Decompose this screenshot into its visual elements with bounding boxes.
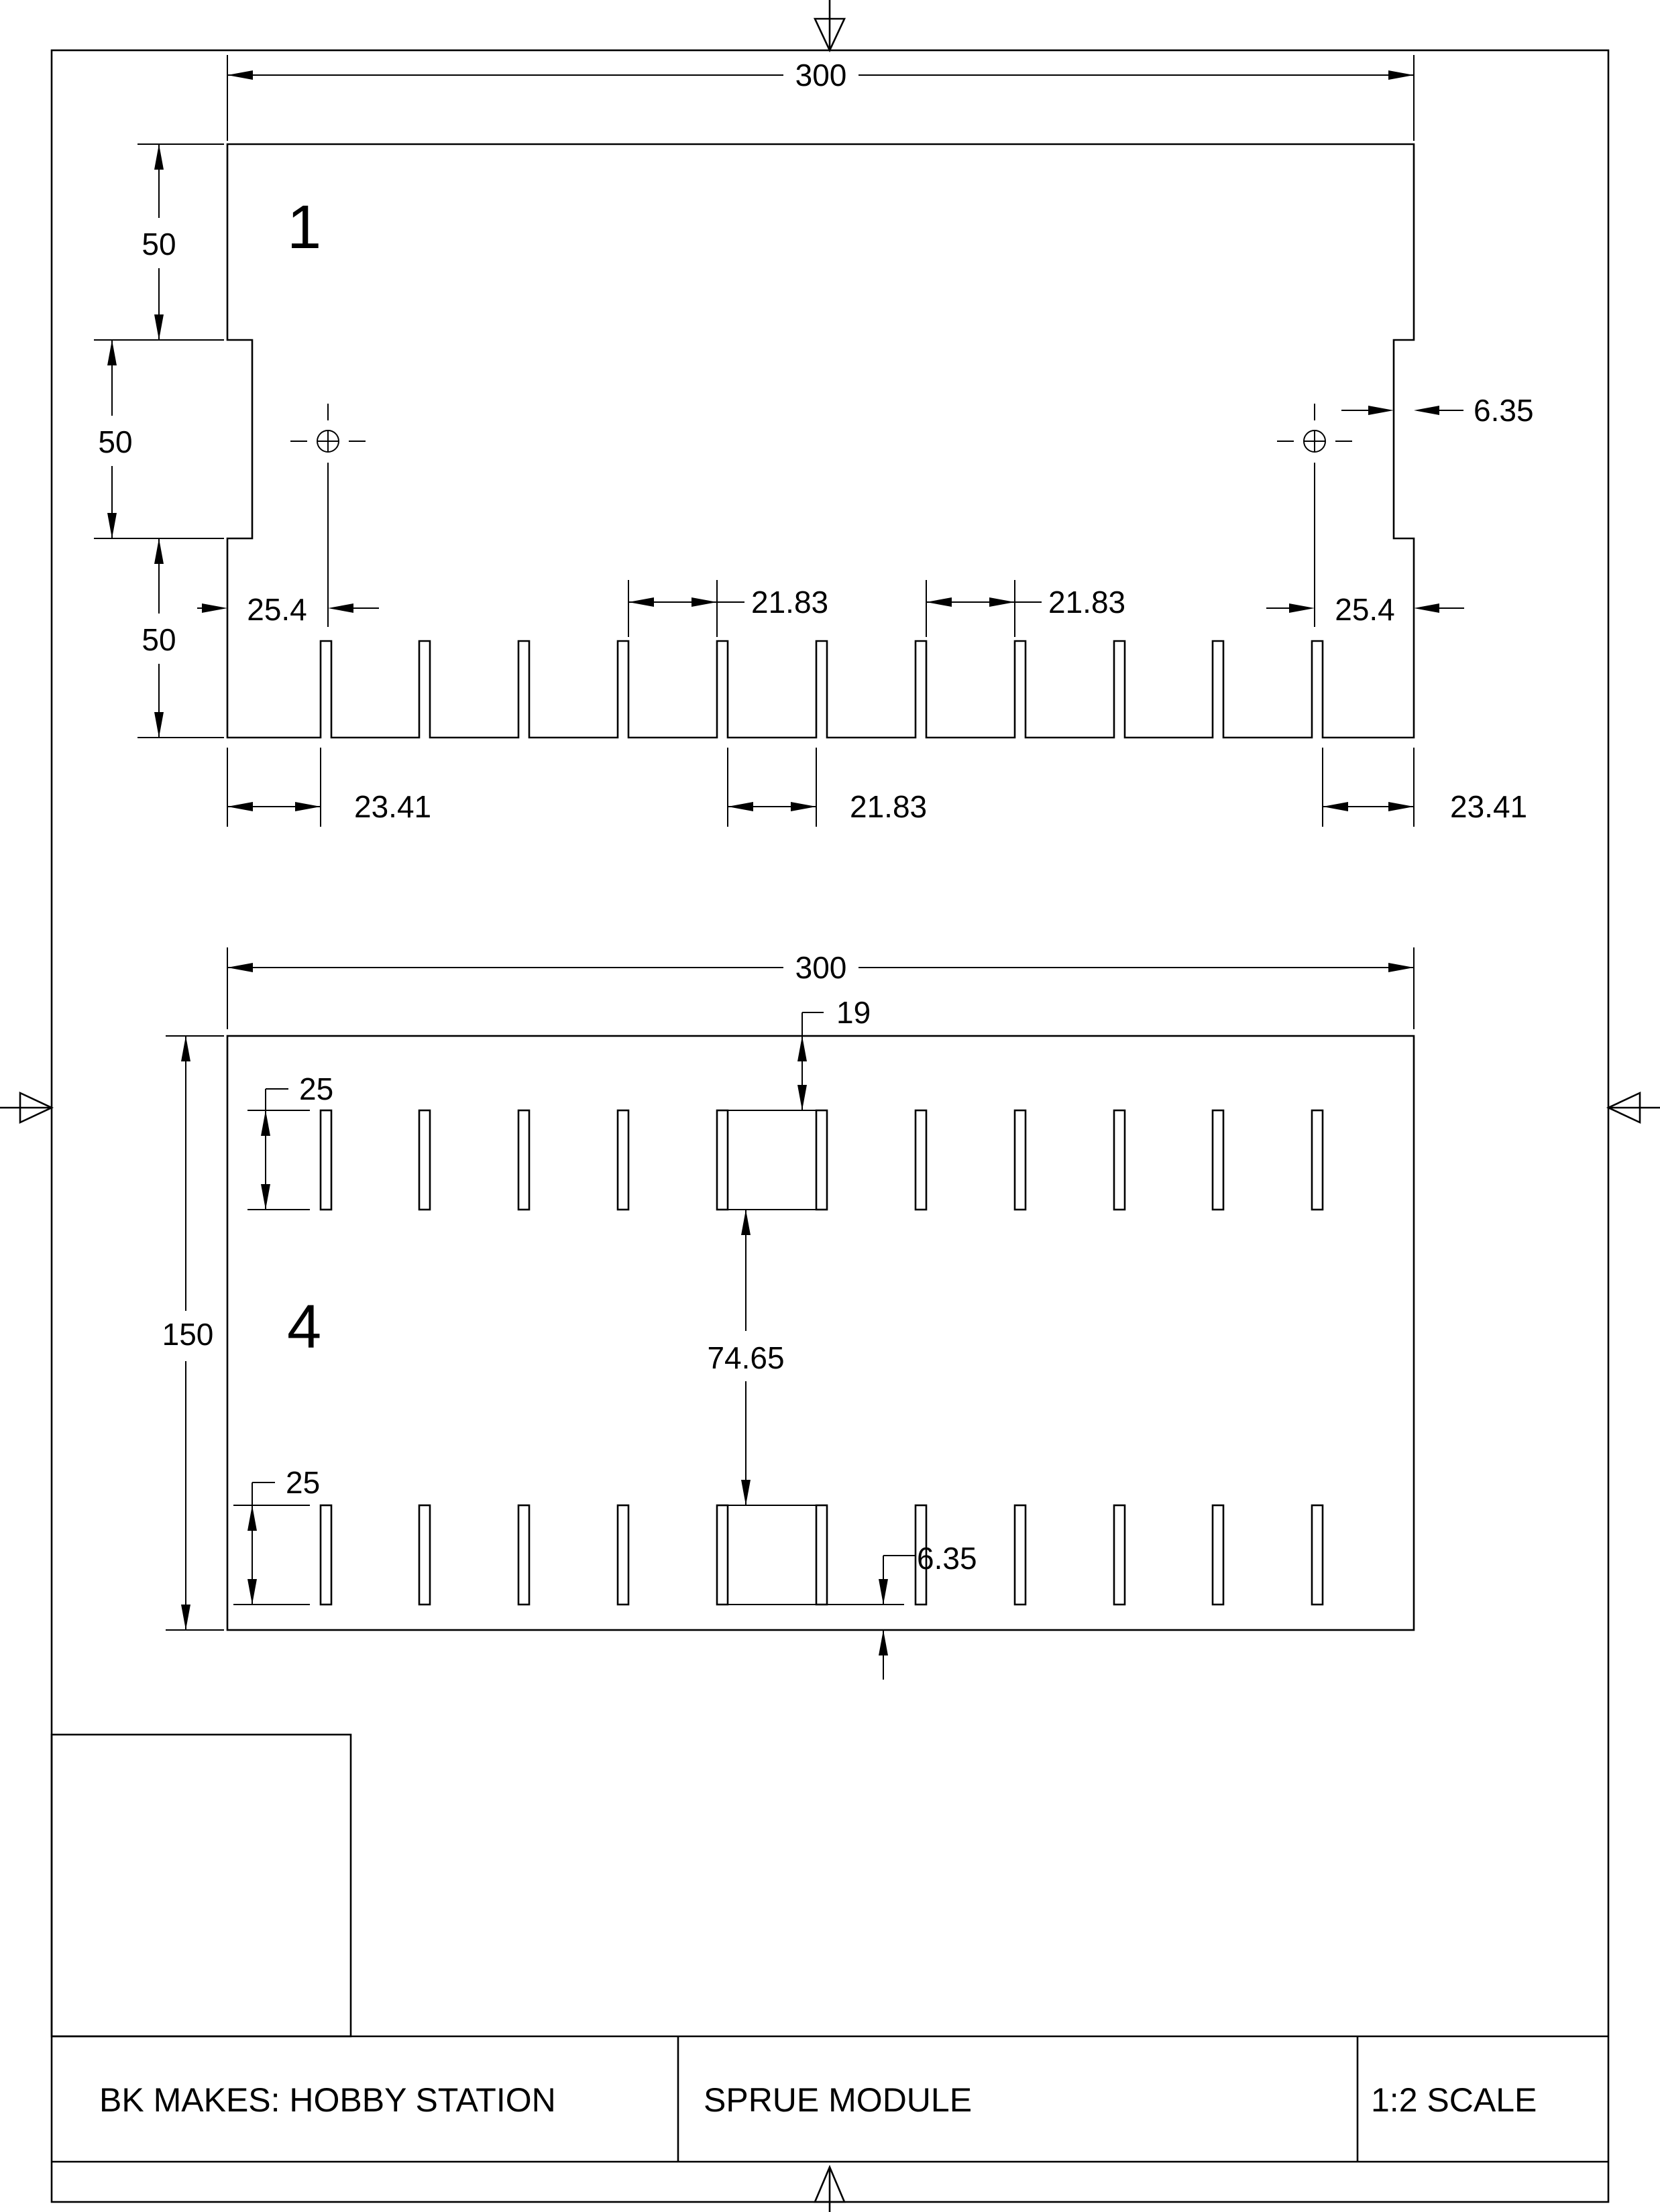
part-4-slot-length-bottom-dimension <box>233 1482 310 1605</box>
part-1-edge-right-label: 23.41 <box>1450 789 1527 824</box>
part-4-top-margin-dimension <box>797 1012 824 1110</box>
part-1-hole-offset-left-label: 25.4 <box>247 592 307 627</box>
part-4-slot-length-top-label: 25 <box>299 1071 333 1106</box>
title-block-part-name: SPRUE MODULE <box>704 2081 972 2119</box>
part-4-row-gap-label: 74.65 <box>707 1340 784 1375</box>
part-1-slot-pitch-a-label: 21.83 <box>751 585 828 620</box>
part-1-slot-pitch-upper-dimensions <box>628 580 1042 637</box>
part-4-slot-length-top-dimension <box>247 1088 310 1210</box>
part-1-hole-offset-dimensions <box>197 603 1464 613</box>
part-4-width-dimension <box>227 947 1415 1029</box>
part-4-bottom-margin-dimension <box>827 1555 916 1680</box>
title-block <box>50 1733 1608 2163</box>
part-1-slot-pitch-b-label: 21.83 <box>1048 585 1125 620</box>
part-1-tab-height-label: 50 <box>98 424 132 459</box>
part-4-row-gap-dimension <box>728 1110 816 1605</box>
part-1-edge-left-label: 23.41 <box>354 789 431 824</box>
title-block-scale: 1:2 SCALE <box>1371 2081 1537 2119</box>
part-4-width-label: 300 <box>795 950 847 985</box>
right-mount-hole <box>1277 404 1352 627</box>
part-1-outline <box>226 143 1415 739</box>
part-1-hole-offset-right-label: 25.4 <box>1335 592 1395 627</box>
part-1-tab-depth-dimension <box>1341 406 1463 415</box>
part-4-slot-length-bottom-label: 25 <box>286 1465 320 1500</box>
part-1-width-label: 300 <box>795 58 847 93</box>
part-4-slots-bottom-row <box>319 1504 1324 1606</box>
part-4-bottom-margin-label: 6.35 <box>917 1541 977 1576</box>
part-4-number: 4 <box>287 1293 321 1361</box>
part-1-number: 1 <box>287 193 321 261</box>
part-1-bottom-height-label: 50 <box>142 622 176 657</box>
left-mount-hole <box>290 404 366 627</box>
part-4-height-dimension <box>166 1035 224 1631</box>
part-4-outline <box>226 1035 1415 1631</box>
title-block-project: BK MAKES: HOBBY STATION <box>99 2081 556 2119</box>
part-4-top-margin-label: 19 <box>836 995 871 1030</box>
part-1-slot-pitch-bottom-label: 21.83 <box>850 789 927 824</box>
part-1-height-dimensions <box>94 143 224 738</box>
part-1-lower-dimensions <box>227 748 1415 827</box>
part-1-width-dimension <box>227 55 1415 141</box>
part-4-height-label: 150 <box>162 1317 214 1352</box>
part-1-top-height-label: 50 <box>142 227 176 261</box>
part-1-tab-depth-label: 6.35 <box>1474 393 1534 428</box>
part-4-slots-top-row <box>319 1109 1324 1211</box>
